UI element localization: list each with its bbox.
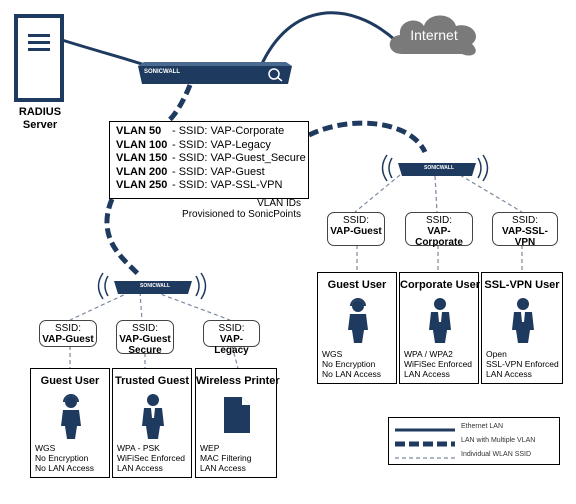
ssid-box: SSID:VAP-Guest bbox=[39, 320, 97, 347]
legend: Ethernet LAN LAN with Multiple VLAN Indi… bbox=[388, 417, 560, 465]
access-point-brand: SONICWALL bbox=[140, 283, 170, 289]
multi-vlan-link-right bbox=[307, 120, 428, 154]
ssid-box: SSID:VAP-Legacy bbox=[203, 320, 260, 356]
internet-cloud-icon bbox=[384, 8, 484, 60]
access-point-left: SONICWALL bbox=[112, 278, 194, 296]
vlan-list: VLAN 50- SSID: VAP-Corporate VLAN 100- S… bbox=[109, 121, 309, 199]
vlan-row: VLAN 150- SSID: VAP-Guest_Secure bbox=[116, 152, 306, 164]
headset-user-icon bbox=[59, 393, 83, 444]
vlan-row: VLAN 250- SSID: VAP-SSL-VPN bbox=[116, 179, 283, 191]
appliance-brand: SONICWALL bbox=[144, 69, 180, 75]
headset-user-icon bbox=[346, 297, 370, 348]
vlan-row: VLAN 100- SSID: VAP-Legacy bbox=[116, 138, 271, 151]
business-user-icon bbox=[141, 393, 165, 444]
vlan-note: VLAN IDs Provisioned to SonicPoints bbox=[182, 198, 301, 220]
legend-multi-vlan: LAN with Multiple VLAN bbox=[395, 437, 536, 447]
business-user-icon bbox=[511, 297, 535, 348]
legend-individual-ssid: Individual WLAN SSID bbox=[395, 451, 532, 459]
business-user-icon bbox=[428, 297, 452, 348]
legend-ethernet: Ethernet LAN bbox=[395, 423, 504, 432]
access-point-brand: SONICWALL bbox=[424, 165, 454, 171]
wireless-waves-right bbox=[381, 154, 489, 182]
ssid-box: SSID:VAP-SSL-VPN bbox=[492, 212, 558, 248]
multi-vlan-link-top bbox=[166, 84, 193, 124]
ethernet-link-internet bbox=[258, 11, 396, 69]
document-icon bbox=[222, 395, 252, 440]
wireless-waves-left bbox=[97, 272, 207, 300]
access-point-right: SONICWALL bbox=[396, 160, 478, 178]
ssid-box: SSID:VAP-Corporate bbox=[405, 212, 473, 248]
individual-ssid-links bbox=[69, 174, 523, 369]
vlan-row: VLAN 200- SSID: VAP-Guest bbox=[116, 165, 265, 178]
multi-vlan-link-left bbox=[104, 198, 142, 278]
ssid-box: SSID:VAP-Guest bbox=[327, 212, 385, 246]
internet-label: Internet bbox=[410, 27, 458, 43]
radius-server-icon bbox=[14, 14, 64, 102]
sonicwall-appliance: SONICWALL bbox=[134, 60, 296, 88]
vlan-row: VLAN 50- SSID: VAP-Corporate bbox=[116, 125, 285, 137]
radius-server-label: RADIUS Server bbox=[18, 106, 62, 131]
